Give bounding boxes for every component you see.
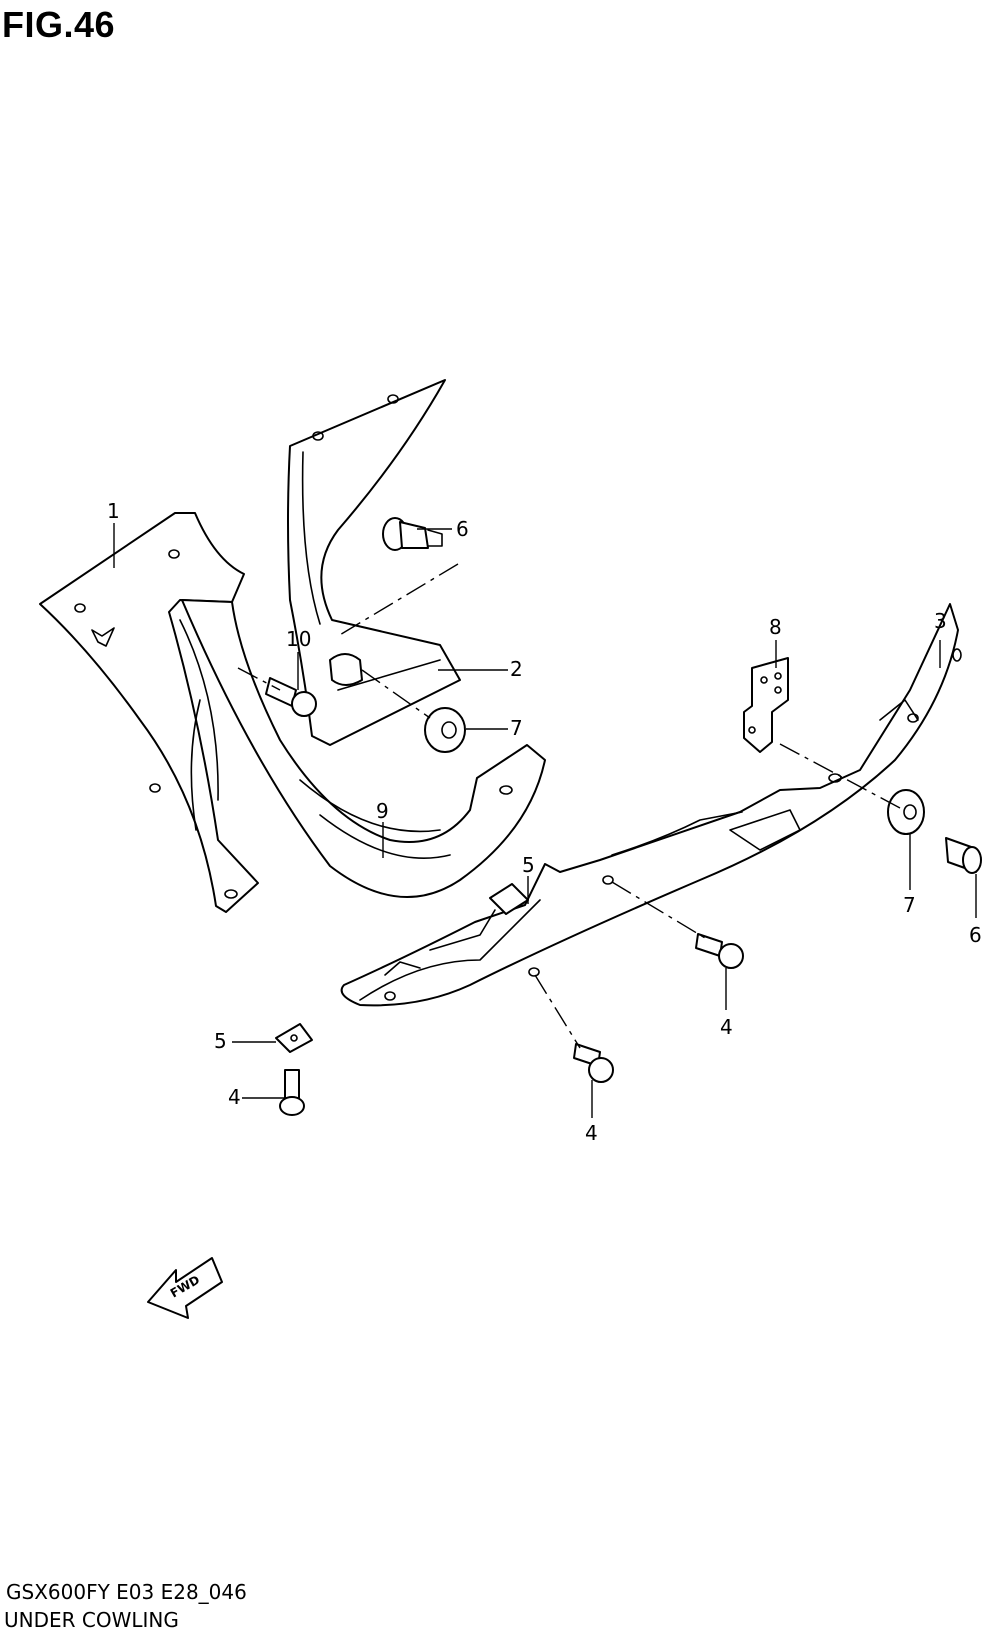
part-3-under-cowling — [340, 603, 962, 1007]
figure-title: FIG.46 — [2, 4, 116, 45]
part-2-inner-panel — [287, 379, 461, 746]
part-1-side-cover — [39, 512, 259, 913]
part-8-bracket — [743, 657, 789, 753]
callout-4-a: 4 — [720, 1015, 733, 1039]
callout-1: 1 — [107, 499, 120, 523]
callout-7-right: 7 — [903, 893, 916, 917]
part-7-grommet-left — [329, 653, 466, 753]
part-10-screw — [265, 677, 317, 717]
part-4-screw-c — [279, 1069, 305, 1116]
callout-10: 10 — [286, 627, 311, 651]
callout-5-lower: 5 — [214, 1029, 227, 1053]
callout-5-upper: 5 — [522, 853, 535, 877]
callout-4-b: 4 — [585, 1121, 598, 1145]
part-7-grommet-right — [887, 789, 925, 835]
part-6-bolt-upper — [382, 517, 443, 551]
part-5-nut-lower — [275, 1023, 313, 1053]
callout-6-upper: 6 — [456, 517, 469, 541]
callout-7-left: 7 — [510, 716, 523, 740]
callout-3: 3 — [934, 609, 947, 633]
part-4-screw-a — [695, 933, 744, 969]
callout-9: 9 — [376, 799, 389, 823]
fwd-arrow-icon: FWD — [147, 1257, 223, 1319]
model-code: GSX600FY E03 E28_046 — [6, 1580, 247, 1604]
section-name: UNDER COWLING — [4, 1608, 179, 1632]
part-6-bolt-right — [945, 837, 982, 874]
callout-8: 8 — [769, 615, 782, 639]
callout-6-right: 6 — [969, 923, 982, 947]
part-4-screw-b — [573, 1043, 614, 1083]
part-9-lower-cowling — [181, 599, 546, 898]
callout-4-c: 4 — [228, 1085, 241, 1109]
callout-2: 2 — [510, 657, 523, 681]
